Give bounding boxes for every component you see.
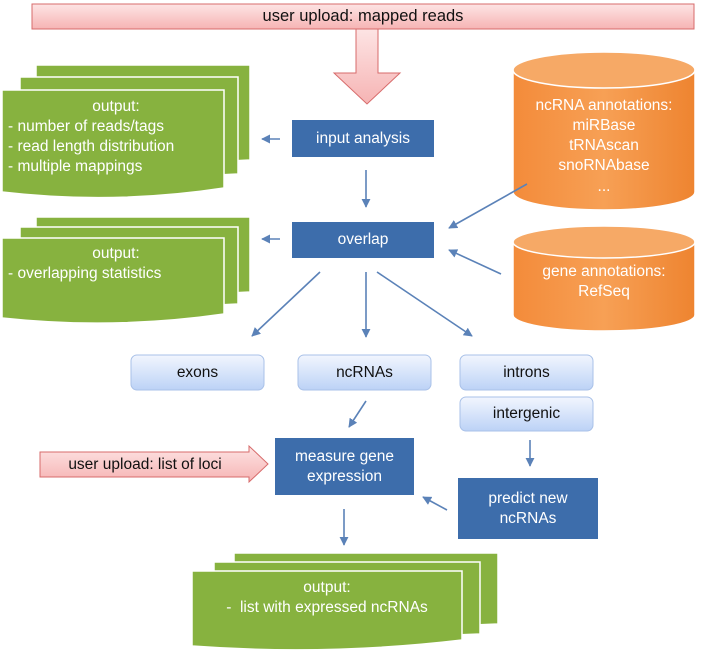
arrow-genedb-to-overlap — [448, 249, 502, 275]
ncrna-database-entry: ... — [597, 177, 611, 195]
output-document-stack-1 — [1, 64, 251, 199]
output-2-text: output: - overlapping statistics — [8, 244, 224, 284]
arrow-ncrnas-to-measure — [348, 400, 367, 428]
output-3-line: - list with expressed ncRNAs — [226, 599, 428, 617]
intergenic-label: intergenic — [492, 405, 561, 423]
connector-arrows — [251, 134, 535, 546]
measure-expression-label: measure gene expression — [294, 448, 395, 485]
predict-ncrnas-label: predict new ncRNAs — [488, 490, 568, 527]
ncrna-database-entry: snoRNAbase — [558, 157, 650, 175]
output-3-title: output: — [303, 579, 351, 596]
output-1-line: - multiple mappings — [8, 158, 143, 176]
output-document-stack-3 — [191, 552, 499, 651]
arrow-ncrnadb-to-overlap — [448, 183, 528, 229]
arrow-overlap-to-introns — [376, 271, 473, 337]
loci-upload-label: user upload: list of loci — [68, 455, 222, 473]
ncrna-database-entry: miRBase — [572, 117, 636, 135]
overlap-box — [292, 222, 434, 258]
measure-expression-box — [275, 438, 414, 495]
exons-label: exons — [176, 363, 219, 381]
loci-upload-shape — [39, 444, 269, 484]
output-1-line: - number of reads/tags — [8, 118, 164, 136]
input-analysis-box — [292, 120, 434, 157]
mapped-reads-upload-label: user upload: mapped reads — [262, 7, 464, 26]
ncrna-database-entry: tRNAscan — [569, 137, 639, 155]
output-3-text: output: - list with expressed ncRNAs — [192, 578, 462, 618]
intergenic-box — [459, 396, 594, 432]
ncrna-database-title: ncRNA annotations: — [535, 97, 673, 114]
output-document-stack-2 — [1, 216, 251, 324]
overlap-label: overlap — [337, 231, 389, 249]
predict-ncrnas-box — [458, 478, 598, 539]
input-analysis-label: input analysis — [316, 129, 410, 147]
output-2-line: - overlapping statistics — [8, 265, 162, 283]
arrow-predict-to-measure — [422, 496, 448, 511]
ncrnas-label: ncRNAs — [336, 363, 393, 381]
introns-box — [459, 354, 594, 391]
output-1-text: output: - number of reads/tags - read le… — [8, 97, 224, 178]
mapped-reads-upload — [31, 3, 695, 105]
ncrna-database-text: ncRNA annotations: miRBase tRNAscan snoR… — [513, 96, 695, 197]
gene-database-text: gene annotations: RefSeq — [513, 262, 695, 302]
gene-annotations-database — [512, 225, 696, 332]
arrow-overlap-to-exons — [251, 271, 321, 337]
output-1-title: output: — [92, 98, 140, 115]
output-1-line: - read length distribution — [8, 138, 175, 156]
gene-database-entry: RefSeq — [578, 283, 630, 301]
ncrna-annotations-database — [512, 51, 696, 211]
gene-database-title: gene annotations: — [542, 263, 666, 280]
exons-box — [130, 354, 265, 391]
introns-label: introns — [503, 363, 550, 381]
ncrnas-box — [297, 354, 432, 391]
output-2-title: output: — [92, 245, 140, 262]
down-big-arrow-icon — [332, 28, 402, 105]
